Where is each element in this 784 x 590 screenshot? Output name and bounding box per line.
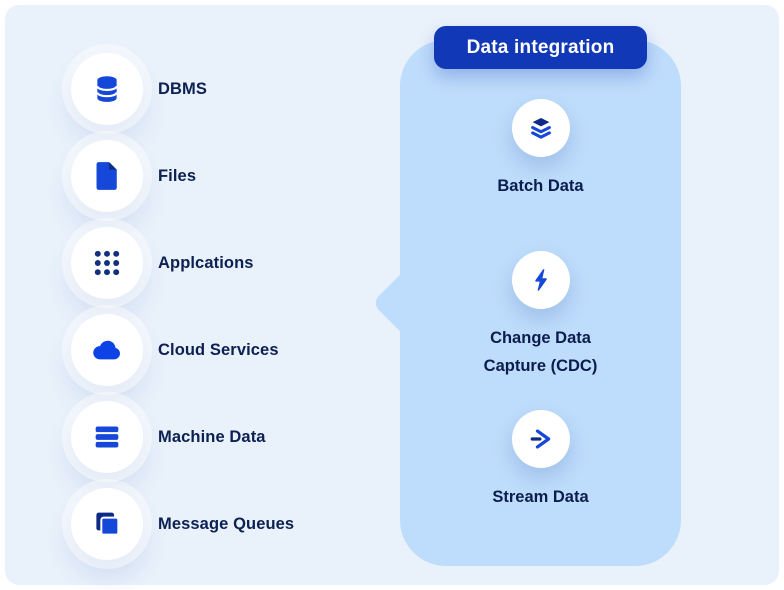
message-queues-icon — [96, 512, 120, 536]
source-icon-circle — [71, 488, 143, 560]
integration-label: Change Data Capture (CDC) — [400, 324, 681, 380]
integration-label-line2: Capture (CDC) — [483, 357, 598, 375]
source-item-applications: Applcations — [71, 227, 254, 299]
source-item-files: Files — [71, 140, 196, 212]
integration-item-batch: Batch Data — [400, 99, 681, 200]
integration-item-stream: Stream Data — [400, 410, 681, 511]
source-icon-circle — [71, 140, 143, 212]
integration-label: Batch Data — [497, 177, 584, 195]
integration-label-line1: Change Data — [490, 329, 591, 347]
integration-panel: Batch Data Change Data Capture (CDC) Str… — [400, 40, 681, 566]
source-icon-circle — [71, 401, 143, 473]
source-label: Message Queues — [158, 514, 295, 533]
data-integration-title-pill: Data integration — [434, 26, 647, 69]
source-icon-circle — [71, 53, 143, 125]
file-icon — [96, 162, 117, 190]
integration-icon-circle — [511, 251, 570, 309]
integration-label: Stream Data — [492, 488, 589, 506]
app-grid-icon — [94, 250, 120, 276]
source-item-dbms: DBMS — [71, 53, 207, 125]
machine-bars-icon — [95, 426, 119, 448]
source-icon-circle — [71, 314, 143, 386]
stream-arrow-icon — [530, 429, 550, 449]
integration-item-cdc: Change Data Capture (CDC) — [400, 251, 681, 380]
source-item-machine-data: Machine Data — [71, 401, 266, 473]
source-label: Files — [158, 166, 197, 185]
source-icon-circle — [71, 227, 143, 299]
source-label: Applcations — [158, 253, 254, 272]
database-icon — [96, 76, 118, 102]
cdc-bolt-icon — [534, 269, 547, 291]
data-integration-title: Data integration — [466, 36, 615, 58]
source-item-message-queues: Message Queues — [71, 488, 294, 560]
integration-icon-circle — [511, 99, 570, 157]
integration-icon-circle — [511, 410, 570, 468]
source-label: DBMS — [158, 79, 207, 98]
source-label: Cloud Services — [158, 340, 279, 359]
source-item-cloud-services: Cloud Services — [71, 314, 279, 386]
batch-layers-icon — [530, 117, 551, 139]
cloud-icon — [93, 340, 121, 360]
source-label: Machine Data — [158, 427, 266, 446]
